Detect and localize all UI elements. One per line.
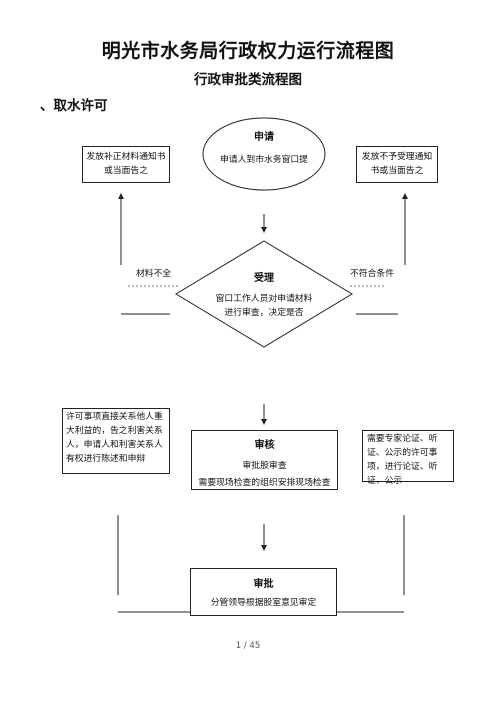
approve-text: 分管领导根据股室意见审定 — [210, 598, 317, 608]
left-mid-text: 许可事项直接关系他人重大利益的，告之利害关系人，申请人和利害关系人有权进行陈述和… — [66, 412, 163, 464]
page-number: 1 / 45 — [235, 641, 261, 651]
approve-title: 审批 — [253, 579, 274, 590]
document-title: 明光市水务局行政权力运行流程图 — [101, 40, 395, 62]
left-mid-box: 许可事项直接关系他人重大利益的，告之利害关系人，申请人和利害关系人有权进行陈述和… — [62, 408, 170, 474]
approve-box: 审批 分管领导根据股室意见审定 — [190, 568, 337, 616]
apply-title: 申请 — [254, 132, 274, 143]
review-title: 审核 — [254, 440, 275, 451]
right-top-box: 发放不予受理通知书或当面告之 — [356, 146, 438, 183]
left-top-box: 发放补正材料通知书或当面告之 — [82, 146, 170, 183]
apply-text: 申请人到市水务窗口提 — [220, 155, 308, 165]
right-mid-box: 需要专家论证、听证、公示的许可事项，进行论证、听证、公示 — [362, 430, 454, 486]
right-top-text: 发放不予受理通知书或当面告之 — [361, 152, 433, 176]
left-top-text: 发放补正材料通知书或当面告之 — [86, 152, 166, 176]
label-not-qualified: 不符合条件 — [350, 269, 394, 279]
accept-title: 受理 — [254, 273, 274, 284]
document-subtitle: 行政审批类流程图 — [194, 72, 302, 88]
right-mid-text: 需要专家论证、听证、公示的许可事项，进行论证、听证、公示 — [367, 434, 438, 486]
section-heading: 、取水许可 — [40, 98, 108, 114]
apply-ellipse — [202, 117, 326, 191]
review-text: 审批股审查 — [242, 461, 287, 471]
accept-text: 窗口工作人员对申请材料进行审查，决定是否 — [215, 294, 313, 318]
review-text-2: 需要现场检查的组织安排现场检查 — [198, 478, 331, 488]
accept-diamond — [175, 240, 353, 348]
review-box: 审核 审批股审查 需要现场检查的组织安排现场检查 — [191, 430, 338, 490]
label-incomplete: 材料不全 — [136, 269, 172, 279]
